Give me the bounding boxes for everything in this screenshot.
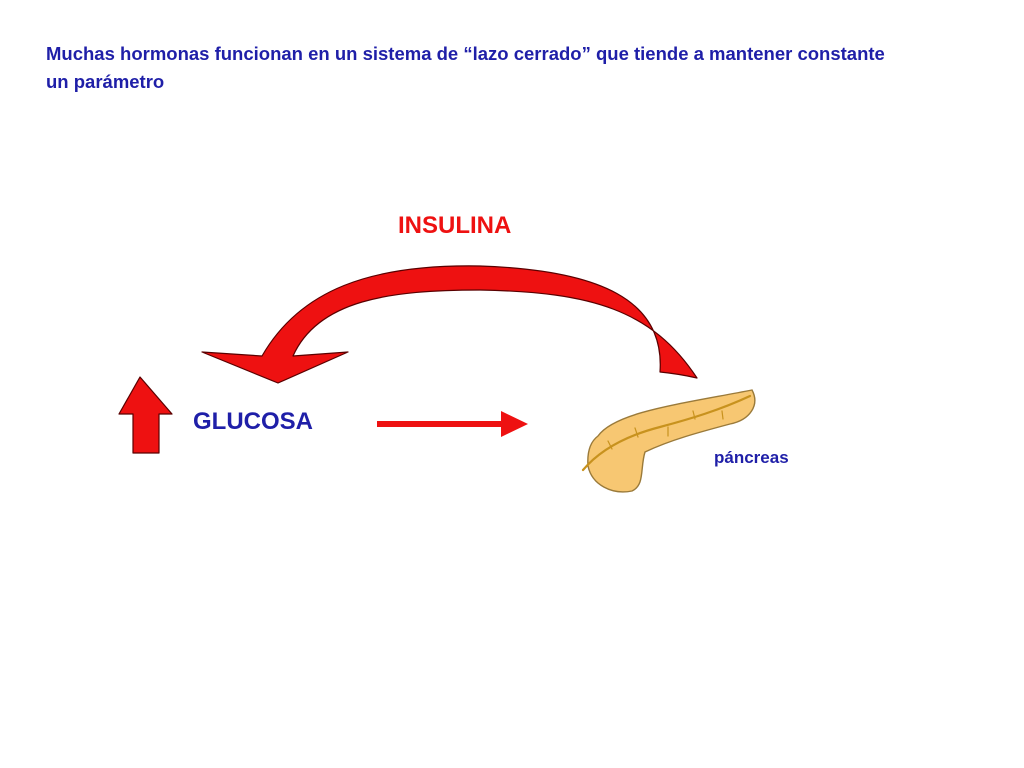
glucosa-label: GLUCOSA <box>193 408 313 435</box>
slide-heading: Muchas hormonas funcionan en un sistema … <box>46 43 885 92</box>
pancreas-icon <box>581 389 756 493</box>
pancreas-label: páncreas <box>714 448 789 467</box>
feedback-curved-arrow <box>201 265 698 384</box>
up-arrow-icon <box>118 376 173 454</box>
right-arrow-icon <box>377 411 528 437</box>
insulina-label: INSULINA <box>398 212 512 239</box>
